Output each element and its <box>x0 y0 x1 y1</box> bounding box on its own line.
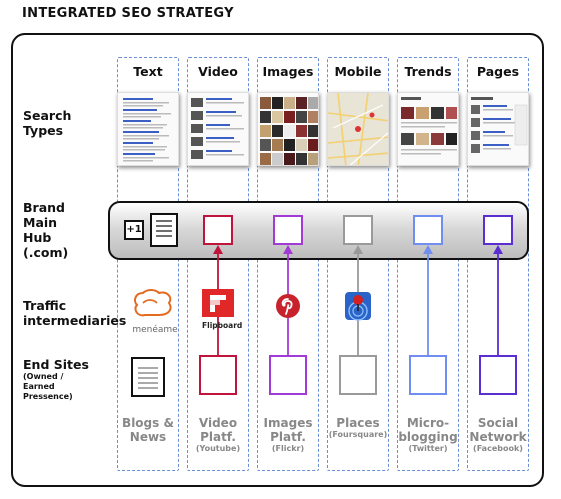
end-label-pages: Social Network (Facebook) <box>469 416 527 453</box>
row-label-brand-hub: Brand Main Hub (.com) <box>23 200 69 260</box>
row-label-end-sites: End Sites (Owned / Earned Pressence) <box>23 357 89 401</box>
diagram-title: INTEGRATED SEO STRATEGY <box>22 6 234 21</box>
brand-main-hub-bar <box>108 201 529 260</box>
images-search-thumbnail <box>257 92 319 166</box>
column-header-trends: Trends <box>404 64 452 79</box>
column-guide-images <box>257 57 319 471</box>
meneame-logo-text: menéame <box>132 325 178 335</box>
trends-search-thumbnail <box>397 92 459 166</box>
end-box-video <box>199 355 237 395</box>
column-guide-mobile <box>327 57 389 471</box>
column-guide-trends <box>397 57 459 471</box>
column-header-pages: Pages <box>476 64 520 79</box>
end-box-images <box>269 355 307 395</box>
row-label-traffic: Traffic intermediaries <box>23 298 127 328</box>
hub-box-images <box>273 215 303 245</box>
end-label-trends: Micro- blogging (Twitter) <box>398 416 458 453</box>
pages-graphic <box>471 97 528 153</box>
image-grid-graphic <box>260 97 318 165</box>
column-header-video: Video <box>198 64 238 79</box>
trends-graphic <box>401 97 457 155</box>
hub-box-trends <box>413 215 443 245</box>
meneame-logo-icon: menéame <box>129 287 181 335</box>
video-search-thumbnail <box>187 92 249 166</box>
pages-search-thumbnail <box>467 92 529 166</box>
hub-box-pages <box>483 215 513 245</box>
flipboard-logo-icon: Flipboard <box>202 289 243 330</box>
places-pin-icon <box>344 291 372 321</box>
video-results-graphic <box>191 98 244 159</box>
column-header-images: Images <box>262 64 314 79</box>
end-label-video: Video Platf. (Youtube) <box>195 416 241 453</box>
column-guide-pages <box>467 57 529 471</box>
end-label-mobile: Places (Foursquare) <box>328 416 388 439</box>
end-box-pages <box>479 355 517 395</box>
mobile-map-thumbnail <box>327 92 389 166</box>
column-guide-video <box>187 57 249 471</box>
text-results-graphic <box>123 98 171 162</box>
plus-one-icon: +1 <box>124 220 144 240</box>
document-icon <box>150 213 178 247</box>
text-search-thumbnail <box>117 92 179 166</box>
flipboard-logo-text: Flipboard <box>202 321 243 330</box>
hub-box-video <box>203 215 233 245</box>
map-graphic <box>328 93 388 165</box>
blog-page-icon <box>131 357 165 397</box>
outer-frame <box>11 33 544 487</box>
column-header-mobile: Mobile <box>334 64 382 79</box>
end-label-text: Blogs & News <box>122 416 174 444</box>
end-box-mobile <box>339 355 377 395</box>
column-header-text: Text <box>133 64 163 79</box>
row-label-search-types: Search Types <box>23 108 72 138</box>
column-guide-text <box>117 57 179 471</box>
end-box-trends <box>409 355 447 395</box>
end-label-images: Images Platf. (Flickr) <box>263 416 313 453</box>
hub-box-mobile <box>343 215 373 245</box>
pinterest-logo-icon <box>276 294 300 318</box>
